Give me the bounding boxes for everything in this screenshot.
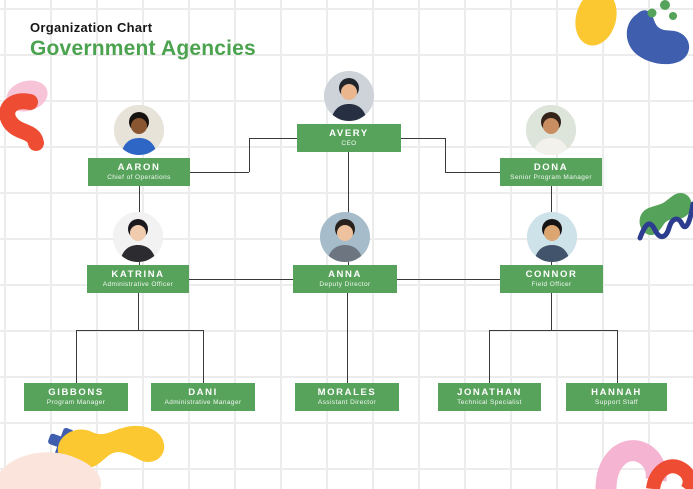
person-name: DONA <box>533 161 569 173</box>
connector-line <box>401 138 445 139</box>
avatar <box>114 105 164 155</box>
org-node-aaron[interactable]: AARON Chief of Operations <box>88 105 190 186</box>
blue-bean-decoration <box>626 10 690 65</box>
avatar <box>320 212 370 262</box>
connector-line <box>189 279 293 280</box>
person-role: Administrative Manager <box>164 399 242 406</box>
header: Organization Chart Government Agencies <box>30 20 256 61</box>
org-node-katrina[interactable]: KATRINA Administrative Officer <box>87 212 189 293</box>
connector-line <box>203 330 204 383</box>
connector-line <box>347 293 348 383</box>
org-node-anna[interactable]: ANNA Deputy Director <box>293 212 397 293</box>
org-node-hannah[interactable]: HANNAH Support Staff <box>566 383 667 411</box>
connector-line <box>489 330 617 331</box>
connector-line <box>138 293 139 330</box>
connector-line <box>76 330 203 331</box>
person-name: DANI <box>188 386 218 398</box>
connector-line <box>617 330 618 383</box>
avatar <box>526 212 577 262</box>
blue-cross-decoration <box>48 427 81 461</box>
connector-line <box>249 138 297 139</box>
person-role: Assistant Director <box>317 399 377 406</box>
avatar <box>526 105 576 155</box>
red-squiggle-decoration <box>0 93 44 151</box>
yellow-blob-decoration <box>575 0 617 46</box>
yellow-wave-decoration <box>57 425 165 470</box>
avatar <box>324 71 374 121</box>
person-role: Deputy Director <box>319 281 371 288</box>
person-name: KATRINA <box>111 268 165 280</box>
navy-wave-decoration <box>637 201 693 241</box>
person-name: AARON <box>117 161 161 173</box>
org-node-morales[interactable]: MORALES Assistant Director <box>295 383 399 411</box>
connector-line <box>397 279 500 280</box>
org-node-dona[interactable]: DONA Senior Program Manager <box>500 105 602 186</box>
red-hook-decoration <box>646 459 693 489</box>
person-role: Field Officer <box>531 281 572 288</box>
green-dots-decoration <box>647 0 677 20</box>
org-node-jonathan[interactable]: JONATHAN Technical Specialist <box>438 383 541 411</box>
pink-blob-decoration <box>6 80 48 112</box>
org-node-connor[interactable]: CONNOR Field Officer <box>500 212 603 293</box>
pink-arc-decoration <box>595 440 667 489</box>
chart-kicker: Organization Chart <box>30 20 153 35</box>
chart-title: Government Agencies <box>30 37 256 60</box>
org-node-avery[interactable]: AVERY CEO <box>297 71 401 152</box>
connector-line <box>551 293 552 330</box>
person-name: HANNAH <box>591 386 642 398</box>
connector-line <box>348 152 349 265</box>
person-name: CONNOR <box>525 268 578 280</box>
light-pink-blob-decoration <box>0 452 102 489</box>
person-role: Technical Specialist <box>457 399 522 406</box>
person-name: AVERY <box>329 127 369 139</box>
connector-line <box>249 138 250 172</box>
person-name: ANNA <box>328 268 362 280</box>
org-node-gibbons[interactable]: GIBBONS Program Manager <box>24 383 128 411</box>
person-name: JONATHAN <box>457 386 522 398</box>
connector-line <box>190 172 249 173</box>
person-name: MORALES <box>317 386 377 398</box>
connector-line <box>445 172 500 173</box>
connector-line <box>76 330 77 383</box>
person-role: CEO <box>341 140 357 147</box>
connector-line <box>445 138 446 172</box>
person-name: GIBBONS <box>48 386 104 398</box>
person-role: Program Manager <box>46 399 106 406</box>
connector-line <box>489 330 490 383</box>
person-role: Chief of Operations <box>107 174 171 181</box>
green-squiggle-decoration <box>639 192 692 236</box>
person-role: Support Staff <box>594 399 639 406</box>
avatar <box>113 212 163 262</box>
org-node-dani[interactable]: DANI Administrative Manager <box>151 383 255 411</box>
person-role: Senior Program Manager <box>510 174 592 181</box>
person-role: Administrative Officer <box>102 281 174 288</box>
